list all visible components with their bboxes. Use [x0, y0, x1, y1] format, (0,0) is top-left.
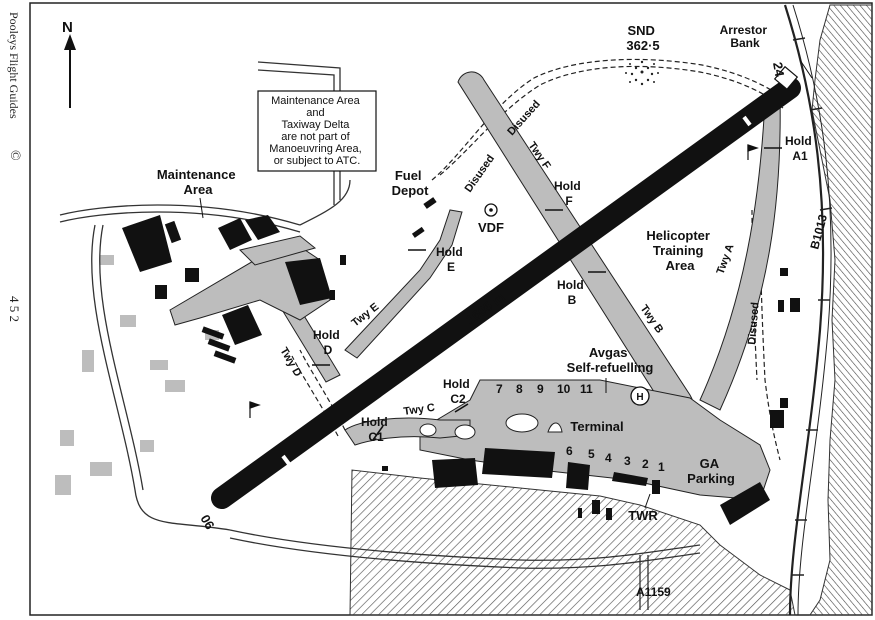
- arrestor-bank-marker: [773, 65, 799, 91]
- terminal-label: Terminal: [570, 419, 623, 434]
- a1159-label: A1159: [636, 585, 671, 599]
- hold-c2-label: Hold C2: [443, 377, 473, 406]
- maintenance-pointer: [199, 197, 204, 219]
- apron-islands: [419, 413, 563, 440]
- hold-d-label: Hold D: [313, 328, 343, 357]
- stand-number: 3: [624, 454, 631, 468]
- north-arrow-icon: [64, 34, 76, 108]
- hold-b-label: Hold B: [557, 278, 587, 307]
- twr-label: TWR: [628, 508, 658, 523]
- svg-text:Maintenance Area and: Maintenance Area and Taxiway Delta are n…: [269, 95, 364, 167]
- stand-number: 1: [658, 460, 665, 474]
- windsock-icon: [249, 144, 759, 418]
- hold-c1-label: Hold C1: [361, 415, 391, 444]
- road-network: [59, 61, 701, 610]
- helipad-label: H: [636, 392, 643, 403]
- helicopter-area-label: Helicopter Training Area: [646, 228, 713, 273]
- stand-number: 4: [605, 451, 612, 465]
- maintenance-area-label: Maintenance Area: [157, 167, 239, 197]
- hold-bars: [312, 147, 782, 441]
- stand-number: 5: [588, 447, 595, 461]
- hold-e-label: Hold E: [436, 245, 466, 274]
- disused-label-east: Disused: [746, 302, 762, 346]
- arrestor-bank-label: Arrestor Bank: [720, 23, 771, 50]
- vdf-label: VDF: [478, 220, 504, 235]
- snd-beacon-symbol: [625, 60, 659, 86]
- runway: [211, 77, 801, 509]
- avgas-label: Avgas Self-refuelling: [567, 345, 654, 375]
- runway-end-06: 06: [197, 512, 217, 532]
- copyright-symbol: ©: [7, 150, 22, 161]
- helipad-symbol: [630, 386, 650, 406]
- snd-label: SND 362·5: [626, 23, 659, 53]
- runway-end-24: 24: [770, 61, 787, 79]
- stand-number: 10: [557, 382, 571, 396]
- twy-c-label: Twy C: [403, 402, 436, 418]
- stand-number: 9: [537, 382, 544, 396]
- page-number: 4 5 2: [7, 296, 22, 322]
- stand-number: 6: [566, 444, 573, 458]
- north-label: N: [62, 19, 73, 36]
- twr-pointer: [644, 493, 651, 509]
- b1013-road: [783, 4, 833, 616]
- stand-number: 2: [642, 457, 649, 471]
- publisher-label: Pooleys Flight Guides: [7, 12, 21, 119]
- stand-number: 11: [580, 382, 593, 396]
- vdf-symbol: [484, 203, 498, 217]
- notice-box: Maintenance Area and Taxiway Delta are n…: [257, 90, 377, 172]
- hold-a1-label: Hold A1: [785, 134, 815, 163]
- arrestor-pointer: [799, 59, 813, 79]
- ga-parking-label: GA Parking: [687, 456, 735, 486]
- buildings: [122, 197, 800, 525]
- stand-number: 8: [516, 382, 523, 396]
- hold-f-label: Hold F: [554, 179, 584, 208]
- fuel-depot-label: Fuel Depot: [392, 168, 430, 198]
- stand-number: 7: [496, 382, 503, 396]
